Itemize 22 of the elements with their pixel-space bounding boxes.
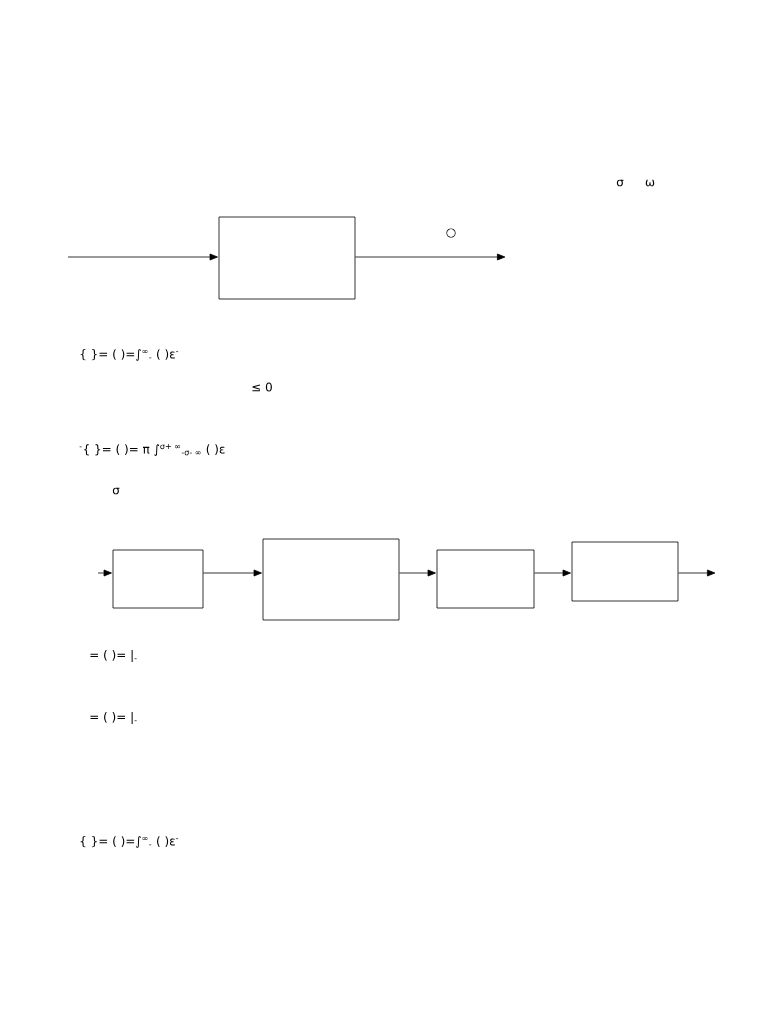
block-box [218,216,356,300]
arrow [355,253,506,261]
symbol-text: ○ [446,228,456,238]
formula-fragment: { }= ( )=∫$^{∞}$$_{-}$ ( )ε$^{-}$ [80,349,179,361]
formula-fragment: ≤ 0 [252,382,272,392]
arrow [97,569,112,577]
block-box [262,538,400,621]
block-box [436,549,535,609]
arrow [67,253,218,261]
block-box [571,541,679,602]
symbol-text: σ [112,487,120,495]
arrow [399,569,436,577]
symbol-text: σ [616,179,624,187]
block-box [112,549,204,609]
formula-fragment: $^{-}${ }= ( )= π ∫$^{σ+ ∞}$$_{-σ- ∞}$ ( )ε [79,444,225,456]
formula-fragment: { }= ( )=∫$^{∞}$$_{-}$ ( )ε$^{-}$ [80,836,179,848]
arrow [203,569,262,577]
arrow [678,569,716,577]
formula-fragment: = ( )= |$_{-}$ [90,650,137,662]
arrow [534,569,571,577]
formula-fragment: = ( )= |$_{-}$ [90,712,137,724]
symbol-text: ω [645,179,655,187]
